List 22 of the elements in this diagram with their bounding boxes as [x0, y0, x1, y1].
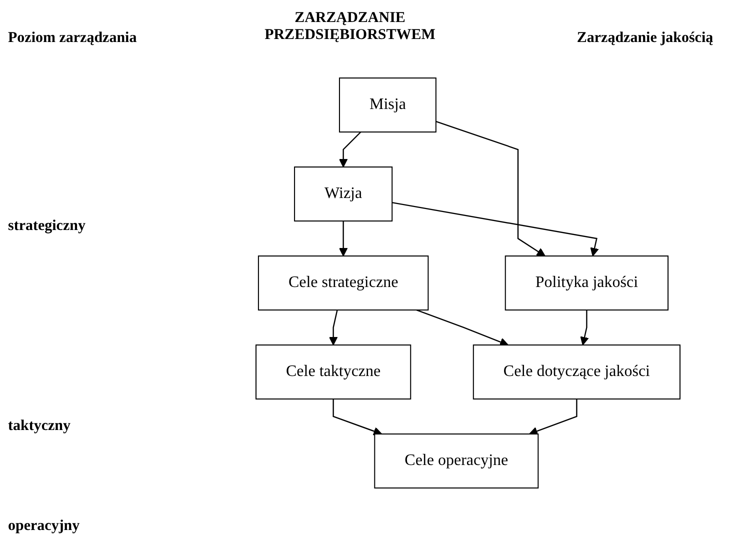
- arrow: [580, 310, 589, 346]
- node-box: Cele taktyczne: [256, 344, 412, 400]
- level-label: operacyjny: [8, 518, 81, 535]
- column-heading: Poziom zarządzania: [8, 30, 138, 47]
- node-box: Cele dotyczące jakości: [472, 344, 680, 400]
- node-box: Polityka jakości: [504, 256, 669, 310]
- arrow: [529, 399, 578, 436]
- column-heading: Zarządzanie jakością: [576, 30, 714, 47]
- node-box: Cele operacyjne: [374, 433, 539, 488]
- column-heading: ZARZĄDZANIE PRZEDSIĘBIORSTWEM: [264, 10, 436, 44]
- arrow: [436, 120, 546, 256]
- level-label: taktyczny: [8, 418, 72, 435]
- arrow: [338, 221, 348, 256]
- node-box: Wizja: [294, 166, 393, 222]
- arrow: [416, 309, 508, 346]
- node-box: Cele strategiczne: [258, 256, 429, 310]
- arrow: [392, 202, 599, 256]
- arrow: [338, 132, 362, 168]
- node-box: Misja: [338, 78, 436, 132]
- level-label: strategiczny: [8, 218, 86, 235]
- arrow: [328, 310, 338, 346]
- arrow: [332, 399, 382, 436]
